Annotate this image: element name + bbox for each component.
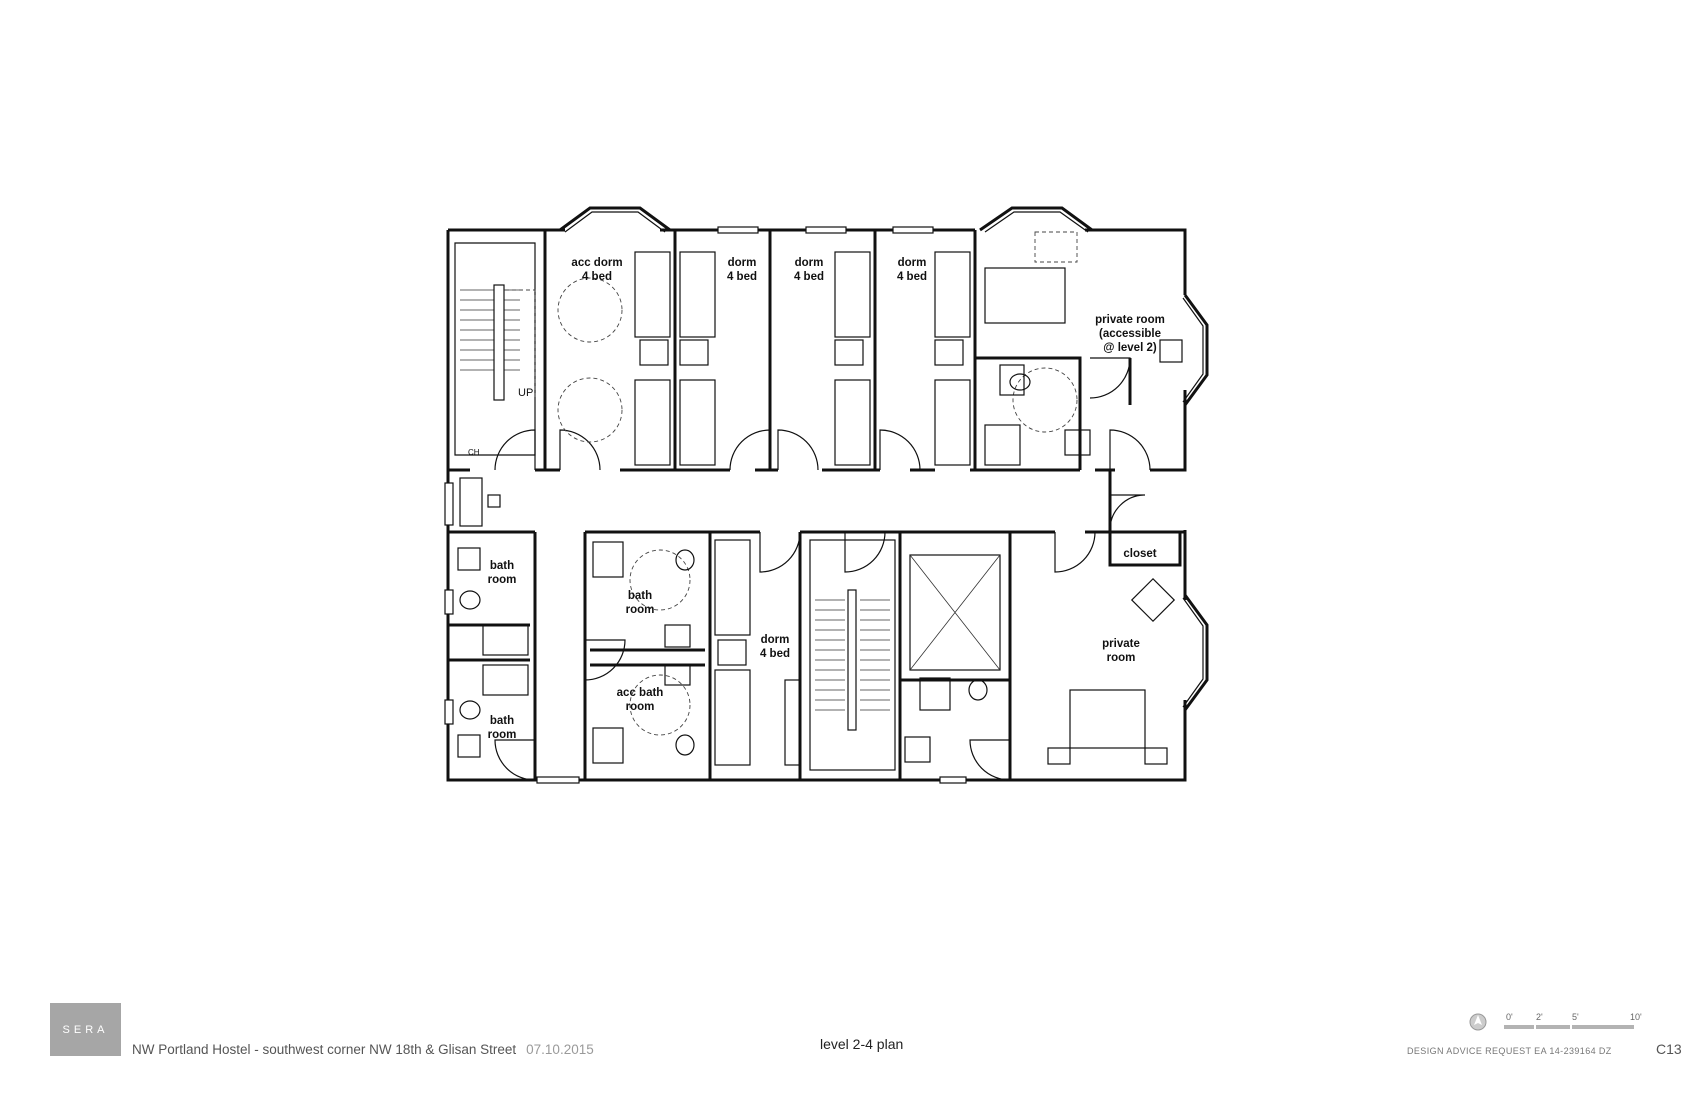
upper-interior-walls [448, 230, 1165, 472]
project-date: 07.10.2015 [526, 1042, 594, 1057]
stair-upper [460, 284, 536, 401]
scale-label-2: 2' [1536, 1012, 1543, 1022]
submission-label: DESIGN ADVICE REQUEST EA 14-239164 DZ [1407, 1046, 1612, 1056]
clearance-circles [557, 277, 1078, 736]
project-title: NW Portland Hostel - southwest corner NW… [132, 1042, 594, 1057]
reception [459, 477, 501, 527]
stair-up-label: UP [518, 387, 533, 399]
bunk-beds [634, 251, 971, 766]
graphic-scale: 0' 2' 5' 10' [1470, 1012, 1650, 1036]
lower-interior-walls [448, 470, 1185, 780]
stair-center [809, 539, 896, 771]
scale-label-0: 0' [1506, 1012, 1513, 1022]
room-label-private-room-1: private room(accessible@ level 2) [1095, 314, 1165, 354]
north-arrow-icon [1468, 1012, 1488, 1032]
sheet-number: C13 [1656, 1041, 1682, 1057]
small-label: CH [468, 448, 480, 457]
scale-label-10: 10' [1630, 1012, 1642, 1022]
room-label-closet: closet [1123, 548, 1156, 560]
elevator-shaft [909, 554, 1001, 671]
scale-bar-segment [1572, 1025, 1634, 1029]
scale-bar-segment [1504, 1025, 1534, 1029]
scale-label-5: 5' [1572, 1012, 1579, 1022]
scale-bar-segment [1536, 1025, 1570, 1029]
bath-fixtures [457, 364, 1091, 766]
sera-logo: SERA [50, 1003, 121, 1056]
private-room-furniture [984, 231, 1183, 765]
project-name: NW Portland Hostel - southwest corner NW… [132, 1042, 517, 1057]
exterior-walls [444, 206, 1209, 784]
sheet-title: level 2-4 plan [820, 1036, 904, 1052]
